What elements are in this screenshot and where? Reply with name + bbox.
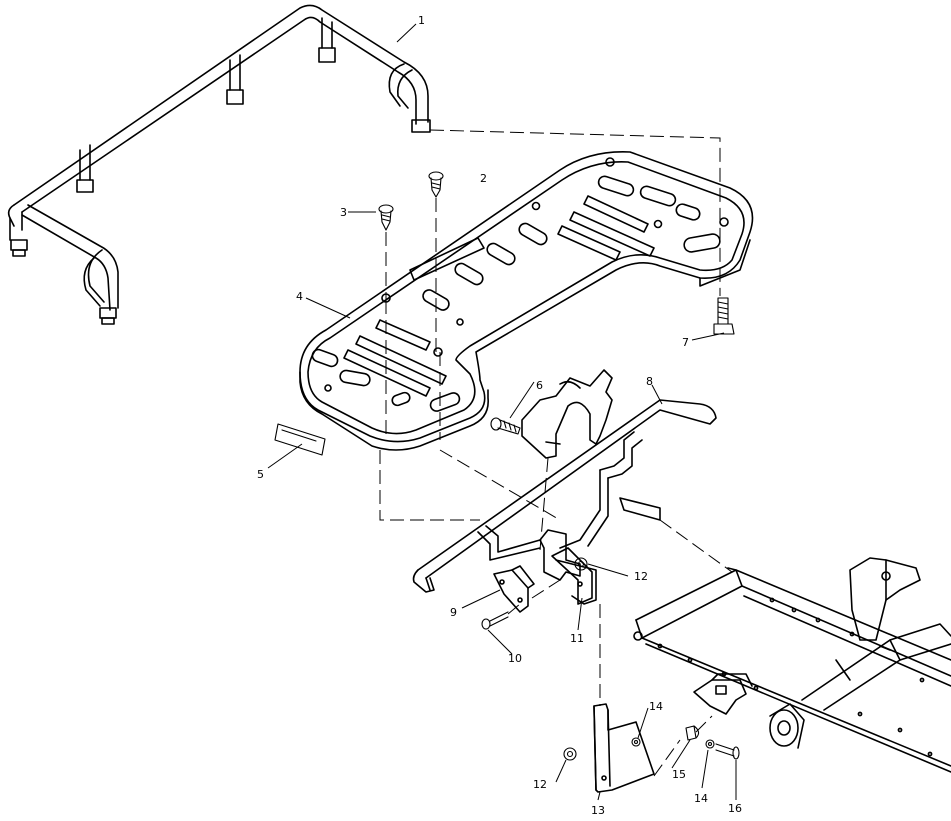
washer-14-left xyxy=(631,737,641,747)
screw-2 xyxy=(428,171,444,198)
callout-2: 2 xyxy=(480,172,487,185)
callout-16: 16 xyxy=(728,802,742,815)
mount-plate xyxy=(493,565,535,613)
callout-4: 4 xyxy=(296,290,303,303)
callout-7: 7 xyxy=(682,336,689,349)
callout-15: 15 xyxy=(672,768,686,781)
callout-6: 6 xyxy=(536,379,543,392)
nut-12-lower xyxy=(563,747,577,761)
bolt-10 xyxy=(481,611,509,630)
callout-10: 10 xyxy=(508,652,522,665)
bolt-7 xyxy=(713,297,735,335)
bolt-16 xyxy=(715,743,740,760)
rack-rail xyxy=(7,4,431,325)
leader-lines xyxy=(267,23,737,801)
callout-12-lower: 12 xyxy=(533,778,547,791)
callout-12-upper: 12 xyxy=(634,570,648,583)
bracket-13 xyxy=(593,703,655,793)
callout-14-upper: 14 xyxy=(649,700,663,713)
washer-14-right xyxy=(705,739,715,749)
fender-bracket xyxy=(521,369,613,459)
frame-hitch-bracket xyxy=(693,673,753,715)
alignment-lines xyxy=(379,129,733,777)
callout-labels: 1 2 3 4 5 6 7 8 9 10 11 12 12 13 14 14 1… xyxy=(257,14,742,817)
nut-12-upper xyxy=(574,557,588,571)
callout-1: 1 xyxy=(418,14,425,27)
bracket-11 xyxy=(551,547,593,605)
callout-9: 9 xyxy=(450,606,457,619)
callout-3: 3 xyxy=(340,206,347,219)
bolt-6 xyxy=(490,417,521,435)
screw-3 xyxy=(378,204,394,231)
callout-14-lower: 14 xyxy=(694,792,708,805)
callout-8: 8 xyxy=(646,375,653,388)
callout-13: 13 xyxy=(591,804,605,817)
callout-5: 5 xyxy=(257,468,264,481)
vehicle-frame xyxy=(633,557,951,773)
callout-11: 11 xyxy=(570,632,584,645)
rack-decal xyxy=(274,423,326,456)
cargo-rack-platform xyxy=(299,151,754,451)
bushing-15 xyxy=(685,725,700,741)
